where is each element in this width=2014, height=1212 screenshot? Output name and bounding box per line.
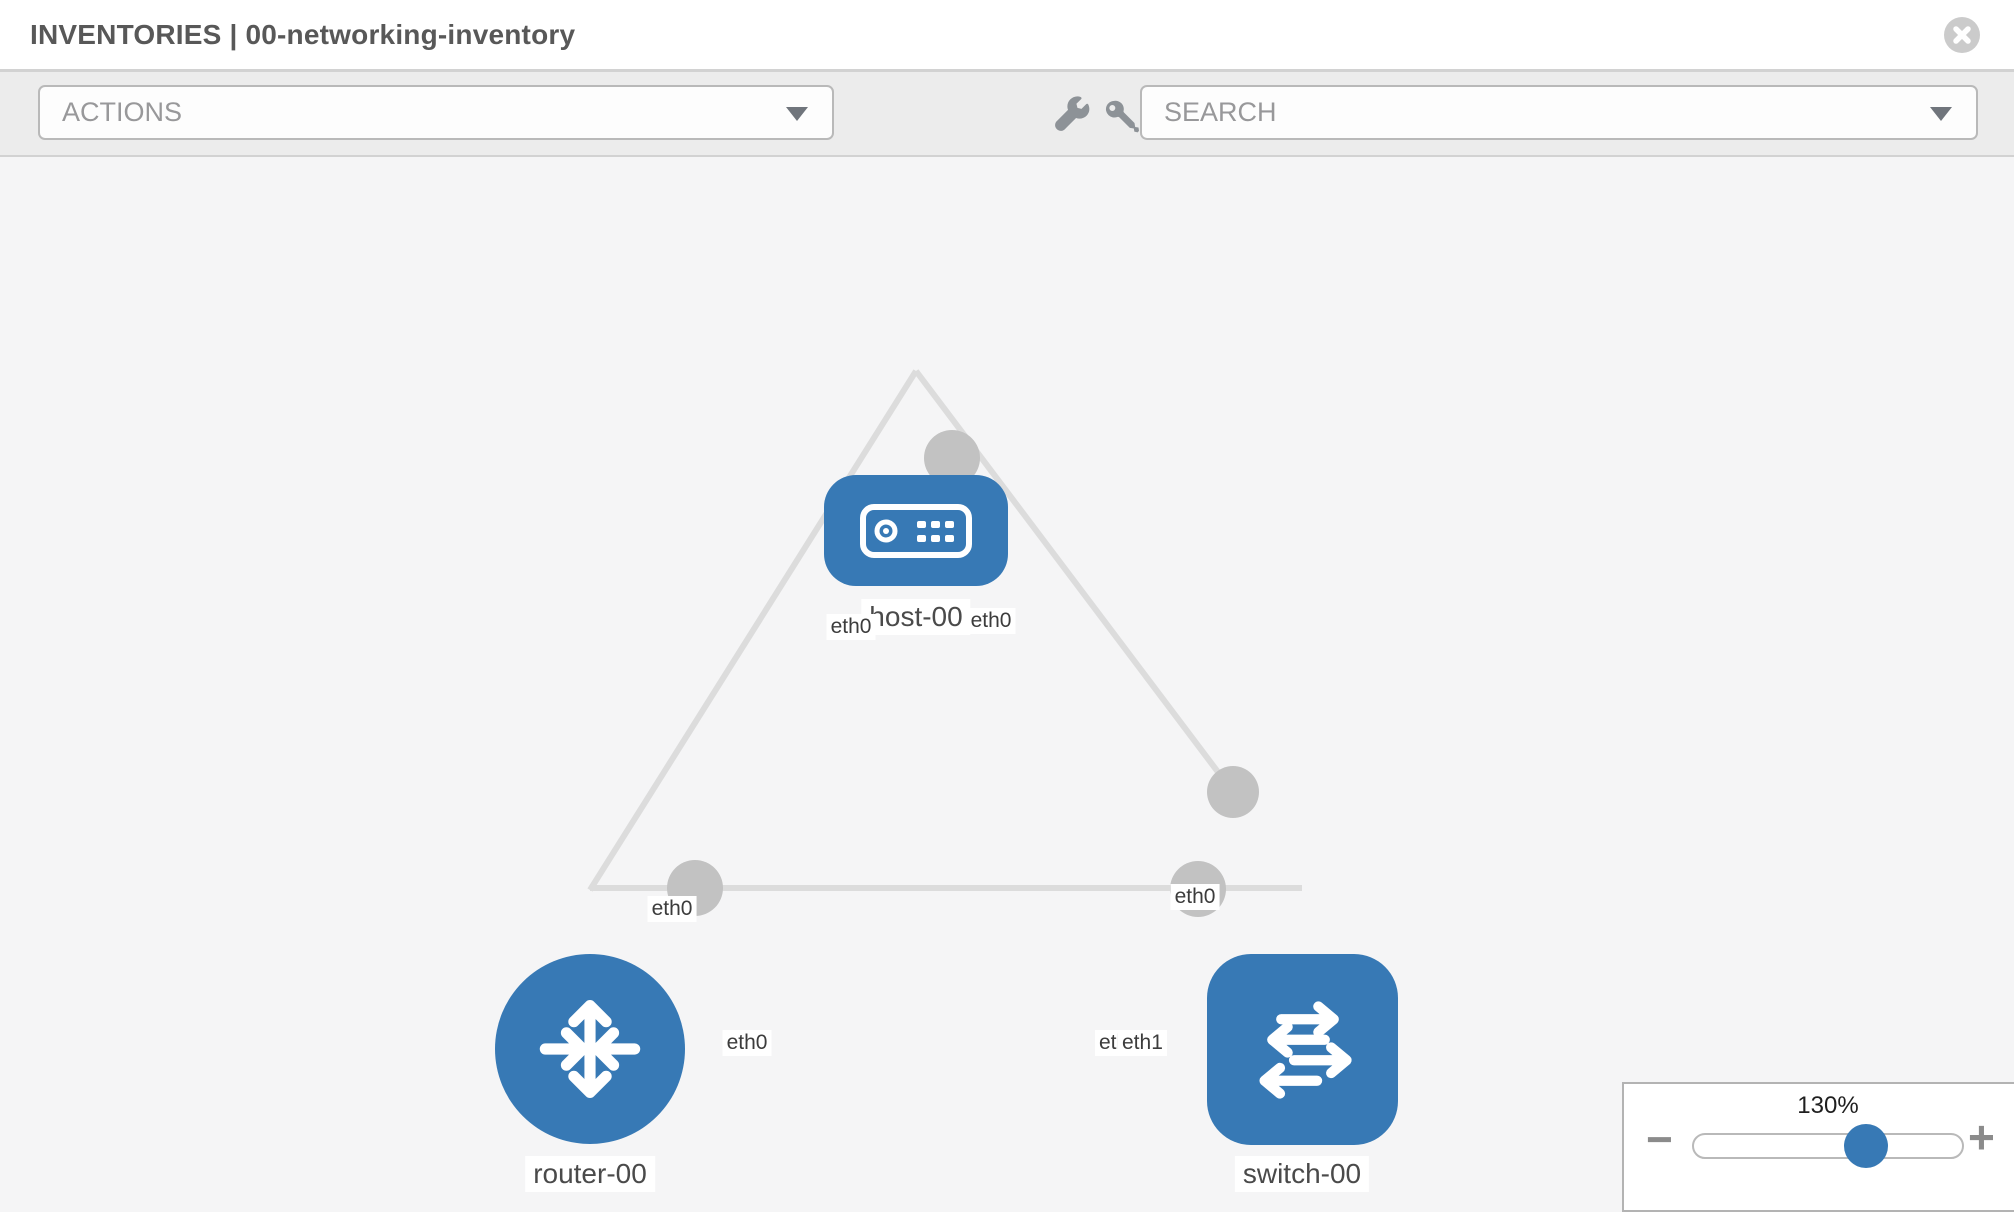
interface-label: eth0: [966, 608, 1016, 634]
chevron-down-icon: [786, 106, 808, 121]
links-layer: [587, 369, 1302, 917]
interface-label: eth1: [1118, 1030, 1167, 1056]
node-switch-00[interactable]: [1207, 954, 1398, 1145]
zoom-slider-track[interactable]: [1692, 1124, 1964, 1168]
node-label-switch: switch-00: [1234, 1156, 1370, 1192]
zoom-level-readout: 130%: [1797, 1092, 1859, 1119]
wrench-icon[interactable]: [1050, 94, 1092, 136]
topology-canvas[interactable]: host-00 router-00 switch-00 eth0 eth0 et…: [0, 159, 2014, 1212]
zoom-control-panel: 130% − +: [1622, 1082, 2014, 1212]
zoom-out-button[interactable]: −: [1646, 1113, 1673, 1165]
header: INVENTORIES | 00-networking-inventory: [0, 0, 2014, 72]
interface-dot[interactable]: [1207, 766, 1259, 818]
search-dropdown[interactable]: SEARCH: [1140, 85, 1978, 140]
router-arrows-icon: [539, 1000, 641, 1098]
interface-dot[interactable]: [924, 430, 980, 486]
zoom-slider-thumb[interactable]: [1843, 1124, 1888, 1168]
node-router-00[interactable]: [495, 954, 685, 1144]
actions-dropdown-label: ACTIONS: [62, 97, 183, 127]
node-label-host: host-00: [861, 599, 971, 635]
key-icon[interactable]: [1102, 97, 1142, 137]
node-label-router: router-00: [525, 1156, 655, 1192]
zoom-in-button[interactable]: +: [1968, 1111, 1995, 1163]
interface-label: eth0: [647, 896, 697, 922]
chevron-down-icon: [1930, 106, 1952, 121]
search-placeholder: SEARCH: [1164, 97, 1277, 127]
node-host-00[interactable]: [824, 475, 1008, 586]
interface-label: eth0: [826, 614, 876, 640]
server-icon: [860, 503, 972, 558]
switch-arrows-icon: [1258, 1000, 1352, 1099]
link-host-router[interactable]: [587, 369, 919, 892]
actions-dropdown[interactable]: ACTIONS: [38, 85, 834, 140]
interface-label: eth0: [1170, 884, 1220, 910]
close-button[interactable]: [1944, 17, 1980, 53]
close-x-icon: [1953, 26, 1971, 44]
interface-label: eth0: [722, 1030, 772, 1056]
toolbar: ACTIONS SEARCH: [0, 72, 2014, 157]
page-title: INVENTORIES | 00-networking-inventory: [30, 18, 576, 50]
